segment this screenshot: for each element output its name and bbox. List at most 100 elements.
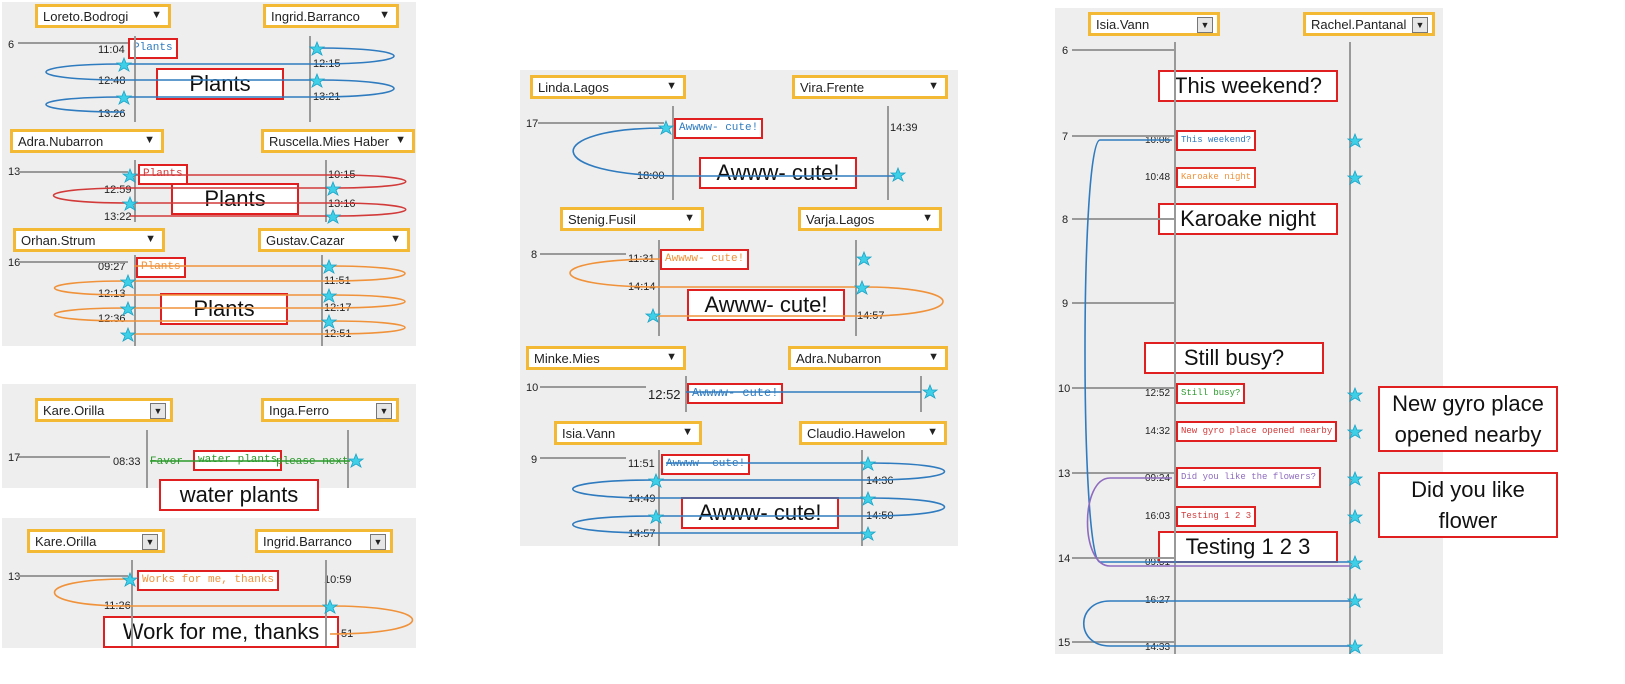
time-label: 13:26 bbox=[98, 108, 126, 120]
time-label: 12:52 bbox=[648, 387, 681, 402]
user-select-left[interactable]: Linda.Lagos ▼ bbox=[530, 75, 686, 99]
chevron-down-icon[interactable]: ▼ bbox=[151, 9, 162, 21]
chevron-down-icon[interactable]: ▼ bbox=[390, 233, 401, 245]
user-select-right[interactable]: Ruscella.Mies Haber ▼ bbox=[261, 129, 415, 153]
user-name: Orhan.Strum bbox=[21, 233, 96, 248]
user-select-left[interactable]: Minke.Mies▼ bbox=[526, 346, 686, 370]
chevron-down-icon[interactable]: ▼ bbox=[666, 351, 677, 363]
user-name: Linda.Lagos bbox=[538, 80, 609, 95]
message-callout: Testing 1 2 3 bbox=[1158, 531, 1338, 563]
chevron-down-icon[interactable]: ▼ bbox=[684, 212, 695, 224]
user-name: Ingrid.Barranco bbox=[263, 534, 352, 549]
user-name: Ruscella.Mies Haber bbox=[269, 134, 389, 149]
time-label: 12:13 bbox=[98, 288, 126, 300]
time-label: 14:32 bbox=[1145, 426, 1171, 437]
time-label: 12:36 bbox=[98, 313, 126, 325]
time-label: 10:48 bbox=[1145, 172, 1171, 183]
time-label: 13:22 bbox=[104, 211, 132, 223]
chevron-down-icon[interactable]: ▼ bbox=[145, 233, 156, 245]
time-label: 08:33 bbox=[113, 456, 141, 468]
hour-label: 6 bbox=[1062, 45, 1069, 57]
chevron-down-icon[interactable]: ▼ bbox=[144, 134, 155, 146]
time-label: 16:03 bbox=[1145, 511, 1171, 522]
time-label: 12:59 bbox=[104, 184, 132, 196]
user-select-right[interactable]: Claudio.Hawelon▼ bbox=[799, 421, 947, 445]
user-name: Gustav.Cazar bbox=[266, 233, 345, 248]
user-select-left[interactable]: Orhan.Strum ▼ bbox=[13, 228, 165, 252]
hour-label: 7 bbox=[1062, 131, 1069, 143]
chevron-down-icon[interactable]: ▼ bbox=[928, 351, 939, 363]
time-label: 13:16 bbox=[328, 198, 356, 210]
message-bubble[interactable]: Plants bbox=[128, 38, 178, 59]
message-callout: water plants bbox=[159, 479, 319, 511]
message-bubble[interactable]: Still busy? bbox=[1176, 383, 1246, 404]
user-select-right[interactable]: Varja.Lagos▼ bbox=[798, 207, 942, 231]
hour-label: 8 bbox=[531, 249, 538, 261]
user-select-left[interactable]: Adra.Nubarron▼ bbox=[10, 129, 164, 153]
user-select-right[interactable]: Vira.Frente▼ bbox=[792, 75, 948, 99]
hour-label: 6 bbox=[8, 39, 15, 51]
time-label: 14:39 bbox=[890, 122, 918, 134]
message-bubble[interactable]: Awwww- cute! bbox=[661, 454, 751, 475]
message-bubble[interactable]: This weekend? bbox=[1176, 130, 1257, 151]
user-select-right[interactable]: Gustav.Cazar ▼ bbox=[258, 228, 410, 252]
user-select-right[interactable]: Ingrid.Barranco ▼ bbox=[255, 529, 393, 553]
user-select-left[interactable]: Isia.Vann ▼ bbox=[1088, 12, 1220, 36]
message-bubble[interactable]: Works for me, thanks bbox=[137, 570, 280, 591]
message-bubble[interactable]: Karoake night bbox=[1176, 167, 1257, 188]
user-name: Kare.Orilla bbox=[35, 534, 97, 549]
user-select-right[interactable]: Inga.Ferro ▼ bbox=[261, 398, 399, 422]
hour-label: 8 bbox=[1062, 214, 1069, 226]
message-bubble[interactable]: New gyro place opened nearby bbox=[1176, 421, 1338, 442]
chevron-down-icon[interactable]: ▼ bbox=[395, 134, 406, 146]
message-arcs bbox=[45, 47, 1350, 647]
time-label: 14:33 bbox=[1145, 642, 1171, 653]
chevron-down-icon[interactable]: ▼ bbox=[370, 534, 386, 550]
user-name: Loreto.Bodrogi bbox=[43, 9, 129, 24]
hour-label: 13 bbox=[1058, 468, 1071, 480]
user-name: Inga.Ferro bbox=[269, 403, 329, 418]
chevron-down-icon[interactable]: ▼ bbox=[666, 80, 677, 92]
user-name: Isia.Vann bbox=[1096, 17, 1150, 32]
axis-lines bbox=[18, 36, 1351, 654]
hour-label: 17 bbox=[8, 452, 21, 464]
time-label: 12:52 bbox=[1145, 388, 1171, 399]
message-bubble[interactable]: Testing 1 2 3 bbox=[1176, 506, 1257, 527]
user-select-left[interactable]: Isia.Vann▼ bbox=[554, 421, 702, 445]
user-select-right[interactable]: Adra.Nubarron▼ bbox=[788, 346, 948, 370]
chevron-down-icon[interactable]: ▼ bbox=[376, 403, 392, 419]
star-markers bbox=[115, 40, 1364, 654]
chevron-down-icon[interactable]: ▼ bbox=[922, 212, 933, 224]
message-prefix: Favor - bbox=[150, 456, 197, 468]
user-select-right[interactable]: Ingrid.Barranco▼ bbox=[263, 4, 399, 28]
chevron-down-icon[interactable]: ▼ bbox=[1412, 17, 1428, 33]
time-label: 12:48 bbox=[98, 75, 126, 87]
user-select-left[interactable]: Stenig.Fusil▼ bbox=[560, 207, 704, 231]
user-select-left[interactable]: Kare.Orilla▼ bbox=[35, 398, 173, 422]
chevron-down-icon[interactable]: ▼ bbox=[928, 80, 939, 92]
message-bubble[interactable]: Awwww- cute! bbox=[687, 383, 784, 404]
message-bubble[interactable]: Awwww- cute! bbox=[660, 249, 750, 270]
user-select-left[interactable]: Loreto.Bodrogi ▼ bbox=[35, 4, 171, 28]
hour-label: 17 bbox=[526, 118, 539, 130]
message-bubble[interactable]: Plants bbox=[136, 257, 186, 278]
time-label: 14:36 bbox=[866, 475, 894, 487]
message-callout: Work for me, thanks bbox=[103, 616, 339, 648]
message-callout: Plants bbox=[156, 68, 284, 100]
hour-label: 15 bbox=[1058, 637, 1071, 649]
user-select-left[interactable]: Kare.Orilla ▼ bbox=[27, 529, 165, 553]
chevron-down-icon[interactable]: ▼ bbox=[682, 426, 693, 438]
message-bubble[interactable]: Did you like the flowers? bbox=[1176, 467, 1322, 488]
chevron-down-icon[interactable]: ▼ bbox=[927, 426, 938, 438]
message-bubble[interactable]: Awwww- cute! bbox=[674, 118, 764, 139]
user-select-right[interactable]: Rachel.Pantanal▼ bbox=[1303, 12, 1435, 36]
message-callout: Did you like flower bbox=[1378, 472, 1558, 538]
chevron-down-icon[interactable]: ▼ bbox=[1197, 17, 1213, 33]
chevron-down-icon[interactable]: ▼ bbox=[379, 9, 390, 21]
chevron-down-icon[interactable]: ▼ bbox=[142, 534, 158, 550]
chevron-down-icon[interactable]: ▼ bbox=[150, 403, 166, 419]
time-label: 10:59 bbox=[324, 574, 352, 586]
message-callout: Karoake night bbox=[1158, 203, 1338, 235]
hour-label: 13 bbox=[8, 166, 21, 178]
